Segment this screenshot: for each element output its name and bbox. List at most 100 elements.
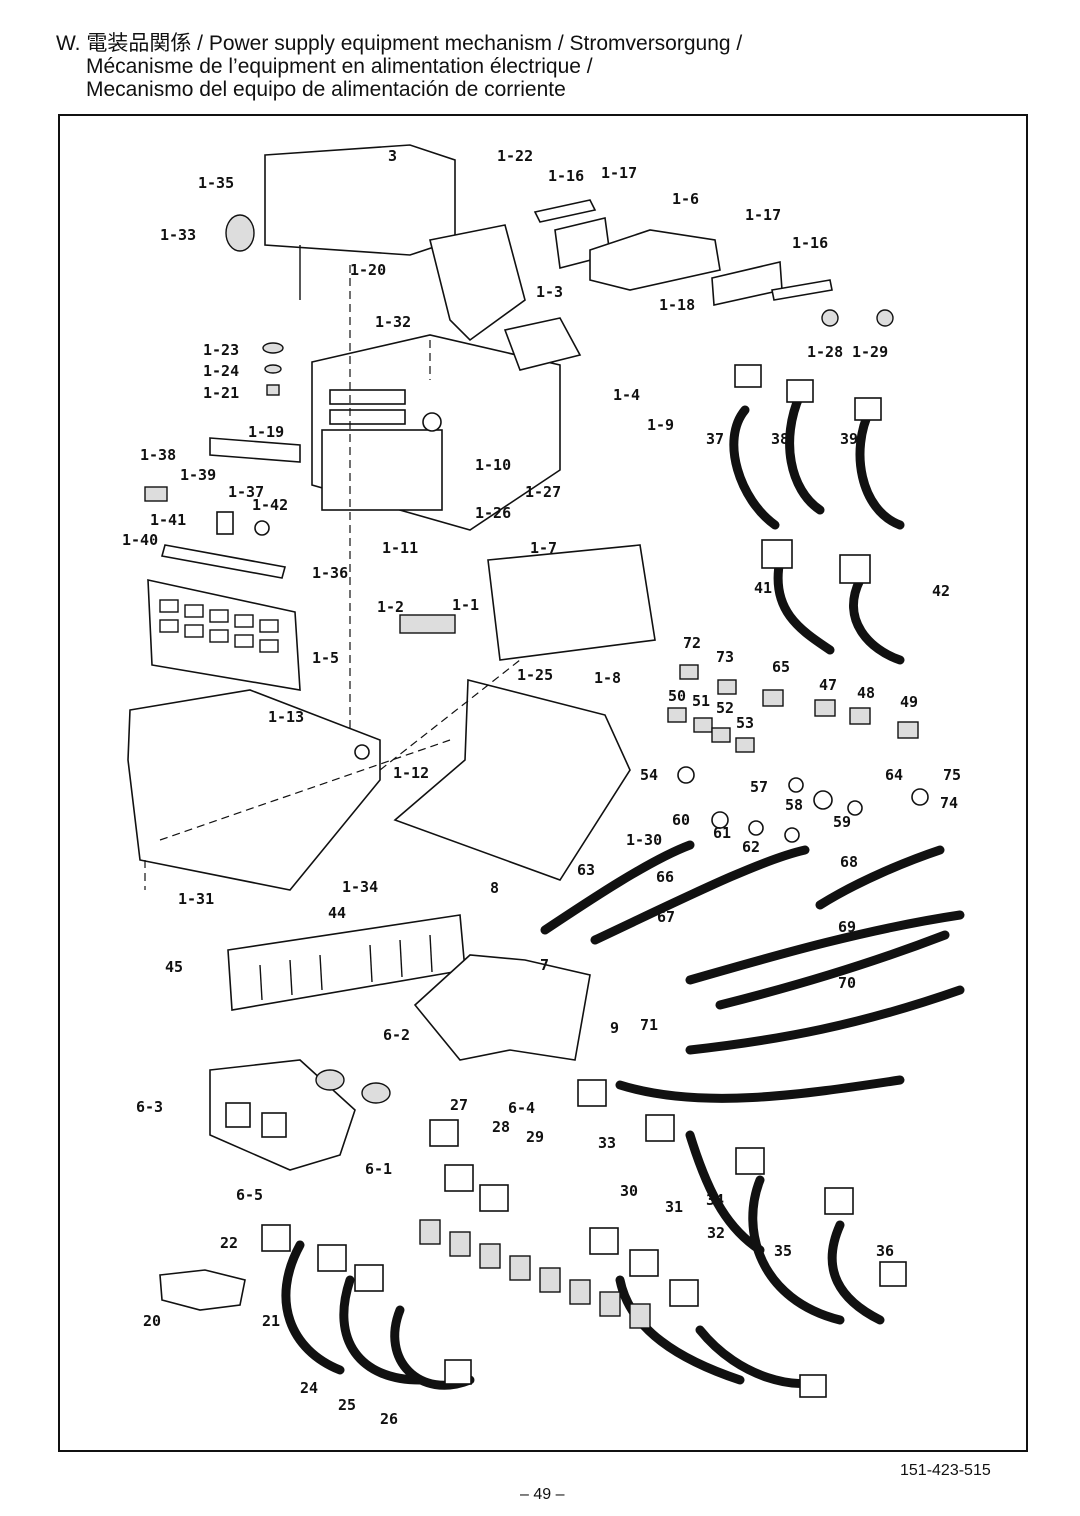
label-1-32: 1-32 <box>375 313 411 331</box>
label-1-4: 1-4 <box>613 386 640 404</box>
label-1-36: 1-36 <box>312 564 348 582</box>
label-6-5: 6-5 <box>236 1186 263 1204</box>
label-1-27: 1-27 <box>525 483 561 501</box>
label-26: 26 <box>380 1410 398 1428</box>
label-63: 63 <box>577 861 595 879</box>
label-1-17a: 1-17 <box>601 164 637 182</box>
label-45: 45 <box>165 958 183 976</box>
label-27: 27 <box>450 1096 468 1114</box>
label-1-41: 1-41 <box>150 511 186 529</box>
label-58: 58 <box>785 796 803 814</box>
label-1-7: 1-7 <box>530 539 557 557</box>
page-number: – 49 – <box>520 1486 565 1503</box>
label-48: 48 <box>857 684 875 702</box>
bracket-1-35 <box>264 144 456 256</box>
label-6-3: 6-3 <box>136 1098 163 1116</box>
label-52: 52 <box>716 699 734 717</box>
label-49: 49 <box>900 693 918 711</box>
diagram-frame <box>58 114 1028 1452</box>
page-title: W. 電装品関係 / Power supply equipment mechan… <box>56 32 1056 101</box>
label-1-21: 1-21 <box>203 384 239 402</box>
part-labels: 1-35 3 1-22 1-16 1-17 1-6 1-33 1-17 1-16… <box>122 147 961 1428</box>
label-1-10: 1-10 <box>475 456 511 474</box>
label-1-26: 1-26 <box>475 504 511 522</box>
keypad-1-5 <box>147 578 301 691</box>
label-1-24: 1-24 <box>203 362 239 380</box>
label-8: 8 <box>490 879 499 897</box>
label-1-11: 1-11 <box>382 539 418 557</box>
label-68: 68 <box>840 853 858 871</box>
box-opening <box>321 429 443 511</box>
label-29: 29 <box>526 1128 544 1146</box>
rail-1-16b <box>771 279 833 301</box>
label-1-9: 1-9 <box>647 416 674 434</box>
label-1-16a: 1-16 <box>548 167 584 185</box>
label-73: 73 <box>716 648 734 666</box>
title-line-3: Mecanismo del equipo de alimentación de … <box>86 78 566 101</box>
label-1-42: 1-42 <box>252 496 288 514</box>
label-34: 34 <box>706 1191 724 1209</box>
drive-1-6 <box>589 229 721 291</box>
label-37: 37 <box>706 430 724 448</box>
title-line-2: Mécanisme de l’equipment en alimentation… <box>86 55 593 78</box>
label-53: 53 <box>736 714 754 732</box>
label-61: 61 <box>713 824 731 842</box>
label-1-5: 1-5 <box>312 649 339 667</box>
label-1-20: 1-20 <box>350 261 386 279</box>
label-1-34: 1-34 <box>342 878 378 896</box>
bracket-side <box>429 224 526 342</box>
plate-1-17b <box>711 261 783 306</box>
label-1-39: 1-39 <box>180 466 216 484</box>
label-1-30: 1-30 <box>626 831 662 849</box>
tray-1-12 <box>393 678 631 881</box>
label-50: 50 <box>668 687 686 705</box>
label-1-13: 1-13 <box>268 708 304 726</box>
label-44: 44 <box>328 904 346 922</box>
label-6-1: 6-1 <box>365 1160 392 1178</box>
label-66: 66 <box>656 868 674 886</box>
label-62: 62 <box>742 838 760 856</box>
label-1-29: 1-29 <box>852 343 888 361</box>
label-1-3: 1-3 <box>536 283 563 301</box>
label-1-38: 1-38 <box>140 446 176 464</box>
label-1-23: 1-23 <box>203 341 239 359</box>
label-1-17b: 1-17 <box>745 206 781 224</box>
label-3: 3 <box>388 147 397 165</box>
document-number: 151-423-515 <box>900 1462 991 1479</box>
label-67: 67 <box>657 908 675 926</box>
label-21: 21 <box>262 1312 280 1330</box>
label-65: 65 <box>772 658 790 676</box>
label-71: 71 <box>640 1016 658 1034</box>
bracket-20-21 <box>159 1269 246 1311</box>
label-64: 64 <box>885 766 903 784</box>
label-6-4: 6-4 <box>508 1099 535 1117</box>
label-1-31: 1-31 <box>178 890 214 908</box>
label-1-6: 1-6 <box>672 190 699 208</box>
label-24: 24 <box>300 1379 318 1397</box>
label-1-33: 1-33 <box>160 226 196 244</box>
label-1-35: 1-35 <box>198 174 234 192</box>
label-30: 30 <box>620 1182 638 1200</box>
label-1-12: 1-12 <box>393 764 429 782</box>
panel-1-19 <box>209 437 301 463</box>
label-25: 25 <box>338 1396 356 1414</box>
label-1-40: 1-40 <box>122 531 158 549</box>
label-33: 33 <box>598 1134 616 1152</box>
label-51: 51 <box>692 692 710 710</box>
knob-1-33 <box>225 214 255 252</box>
label-72: 72 <box>683 634 701 652</box>
rail-1-16a <box>533 199 597 223</box>
label-42: 42 <box>932 582 950 600</box>
label-1-25: 1-25 <box>517 666 553 684</box>
strip-1-36 <box>160 544 287 579</box>
label-60: 60 <box>672 811 690 829</box>
label-22: 22 <box>220 1234 238 1252</box>
label-1-1: 1-1 <box>452 596 479 614</box>
label-1-8: 1-8 <box>594 669 621 687</box>
label-1-19: 1-19 <box>248 423 284 441</box>
part-1-2 <box>399 614 456 634</box>
label-9: 9 <box>610 1019 619 1037</box>
label-54: 54 <box>640 766 658 784</box>
housing-1-13 <box>127 689 381 891</box>
